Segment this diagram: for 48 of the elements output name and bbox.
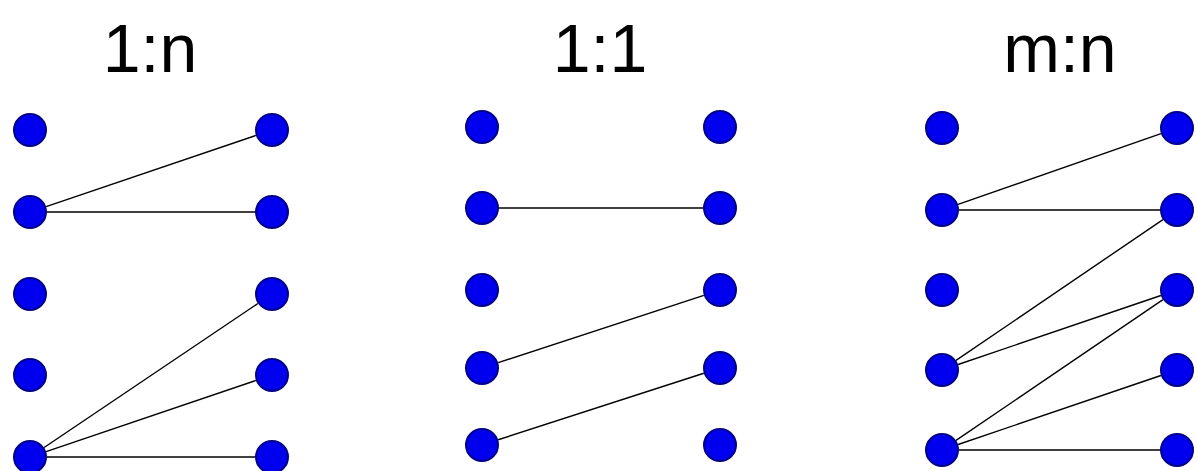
connector-line (45, 379, 257, 453)
dot (703, 110, 737, 144)
dot (255, 277, 289, 311)
dot (255, 195, 289, 229)
panel-heading: 1:1 (552, 14, 648, 82)
connector-line (46, 456, 256, 458)
connector-line (957, 294, 1162, 366)
panel-heading: 1:n (102, 14, 198, 82)
connector-line (957, 132, 1162, 206)
dot (465, 273, 499, 307)
dot (13, 195, 47, 229)
dot (925, 353, 959, 387)
connector-line (958, 449, 1161, 451)
connector-line (46, 211, 256, 213)
dot (13, 358, 47, 392)
dot (1160, 273, 1194, 307)
connector-line (45, 134, 257, 208)
dot (1160, 433, 1194, 467)
dot (1160, 193, 1194, 227)
dot (465, 191, 499, 225)
connector-line (43, 302, 259, 449)
dot (703, 351, 737, 385)
panel-heading: m:n (1003, 14, 1117, 82)
dot (13, 113, 47, 147)
dot (703, 273, 737, 307)
connector-line (955, 218, 1164, 362)
connector-line (497, 294, 705, 364)
dot (465, 351, 499, 385)
connector-line (498, 207, 704, 209)
dot (13, 277, 47, 311)
dot (925, 111, 959, 145)
connector-line (958, 209, 1161, 211)
dot (703, 428, 737, 462)
dot (703, 191, 737, 225)
connector-line (955, 298, 1164, 442)
dot (1160, 353, 1194, 387)
dot (255, 113, 289, 147)
dot (255, 358, 289, 392)
dot (255, 440, 289, 471)
dot (1160, 111, 1194, 145)
dot (465, 428, 499, 462)
dot (465, 110, 499, 144)
connector-line (497, 372, 705, 441)
dot (925, 193, 959, 227)
dot (13, 440, 47, 471)
dot (925, 273, 959, 307)
connector-line (957, 374, 1162, 446)
dot (925, 433, 959, 467)
